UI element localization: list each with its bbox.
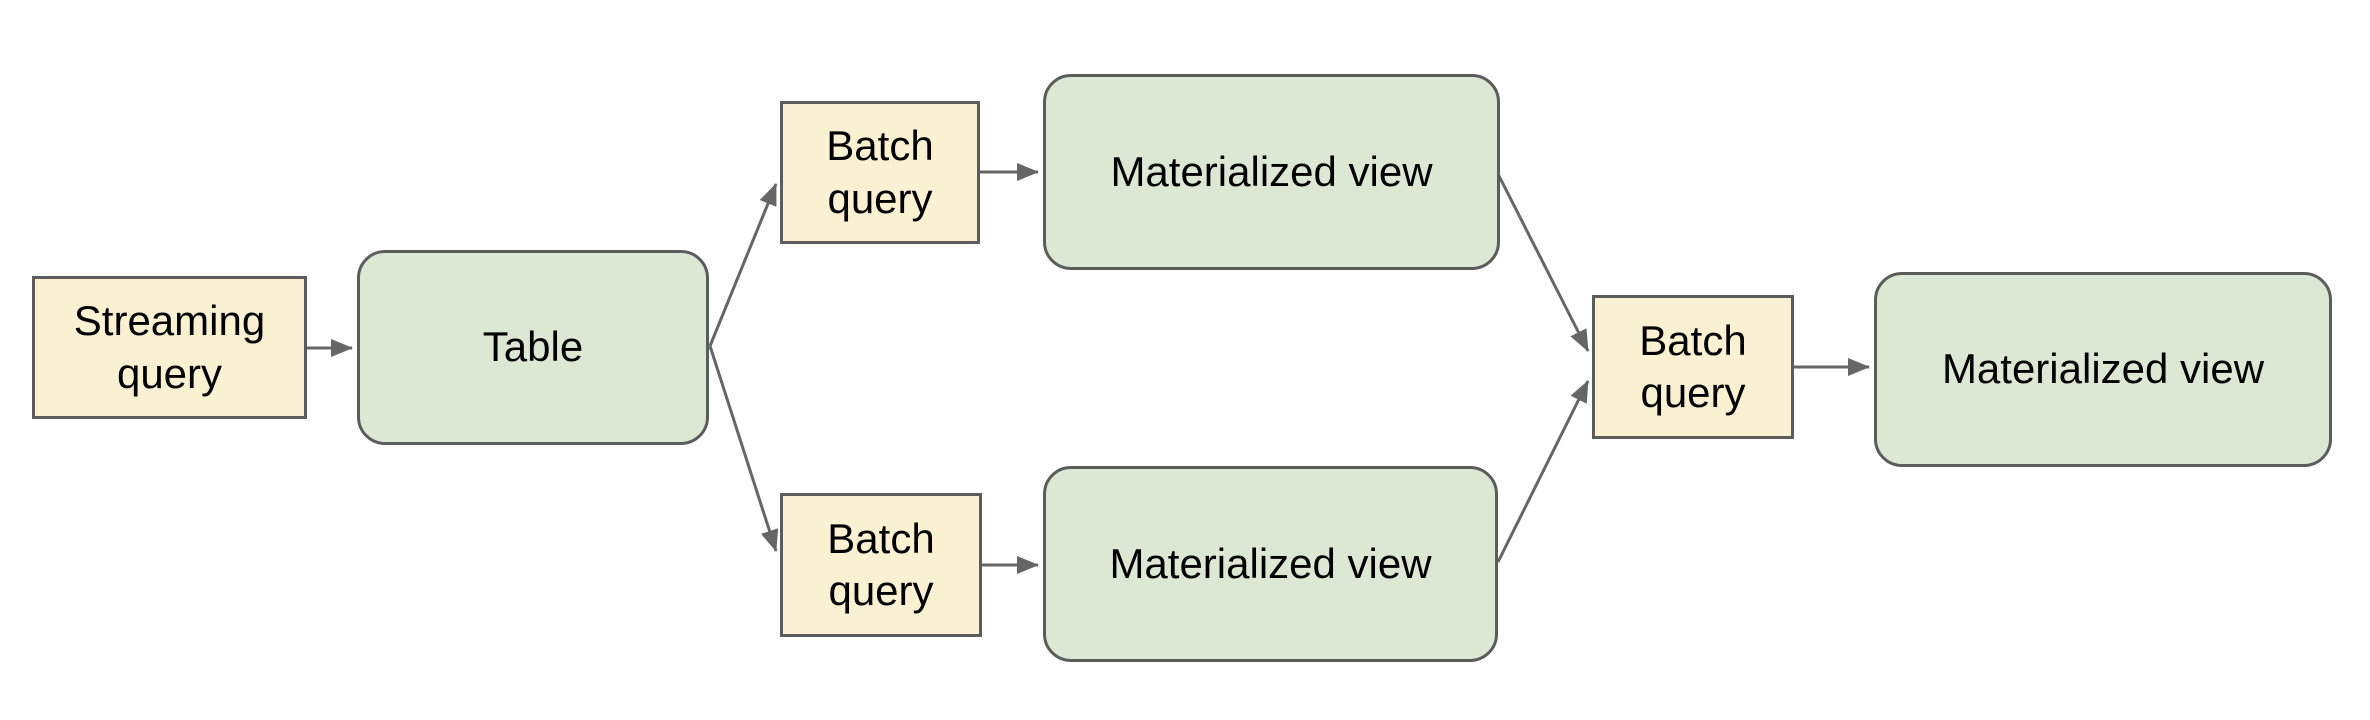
node-batch-query-top-label: Batch query xyxy=(826,122,934,222)
node-materialized-view-final: Materialized view xyxy=(1874,272,2332,467)
node-streaming-query: Streaming query xyxy=(32,276,307,419)
edge-materialized-view-bottom-to-batch-query-right xyxy=(1496,380,1590,563)
edge-table-to-batch-query-top xyxy=(708,183,778,347)
node-batch-query-top: Batch query xyxy=(780,101,980,244)
node-batch-query-right-label: Batch query xyxy=(1639,316,1747,416)
node-batch-query-bottom: Batch query xyxy=(780,493,982,637)
node-materialized-view-top-label: Materialized view xyxy=(1110,147,1433,195)
node-batch-query-bottom-label: Batch query xyxy=(827,514,935,614)
edge-materialized-view-top-to-batch-query-right xyxy=(1496,173,1590,352)
node-materialized-view-top: Materialized view xyxy=(1043,74,1500,270)
node-table: Table xyxy=(357,250,709,445)
node-table-label: Table xyxy=(482,323,584,371)
node-streaming-query-label: Streaming query xyxy=(73,297,266,397)
node-materialized-view-bottom: Materialized view xyxy=(1043,466,1498,662)
node-materialized-view-final-label: Materialized view xyxy=(1941,345,2265,393)
edge-table-to-batch-query-bottom xyxy=(708,345,779,552)
node-batch-query-right: Batch query xyxy=(1592,295,1794,439)
node-materialized-view-bottom-label: Materialized view xyxy=(1109,539,1432,587)
